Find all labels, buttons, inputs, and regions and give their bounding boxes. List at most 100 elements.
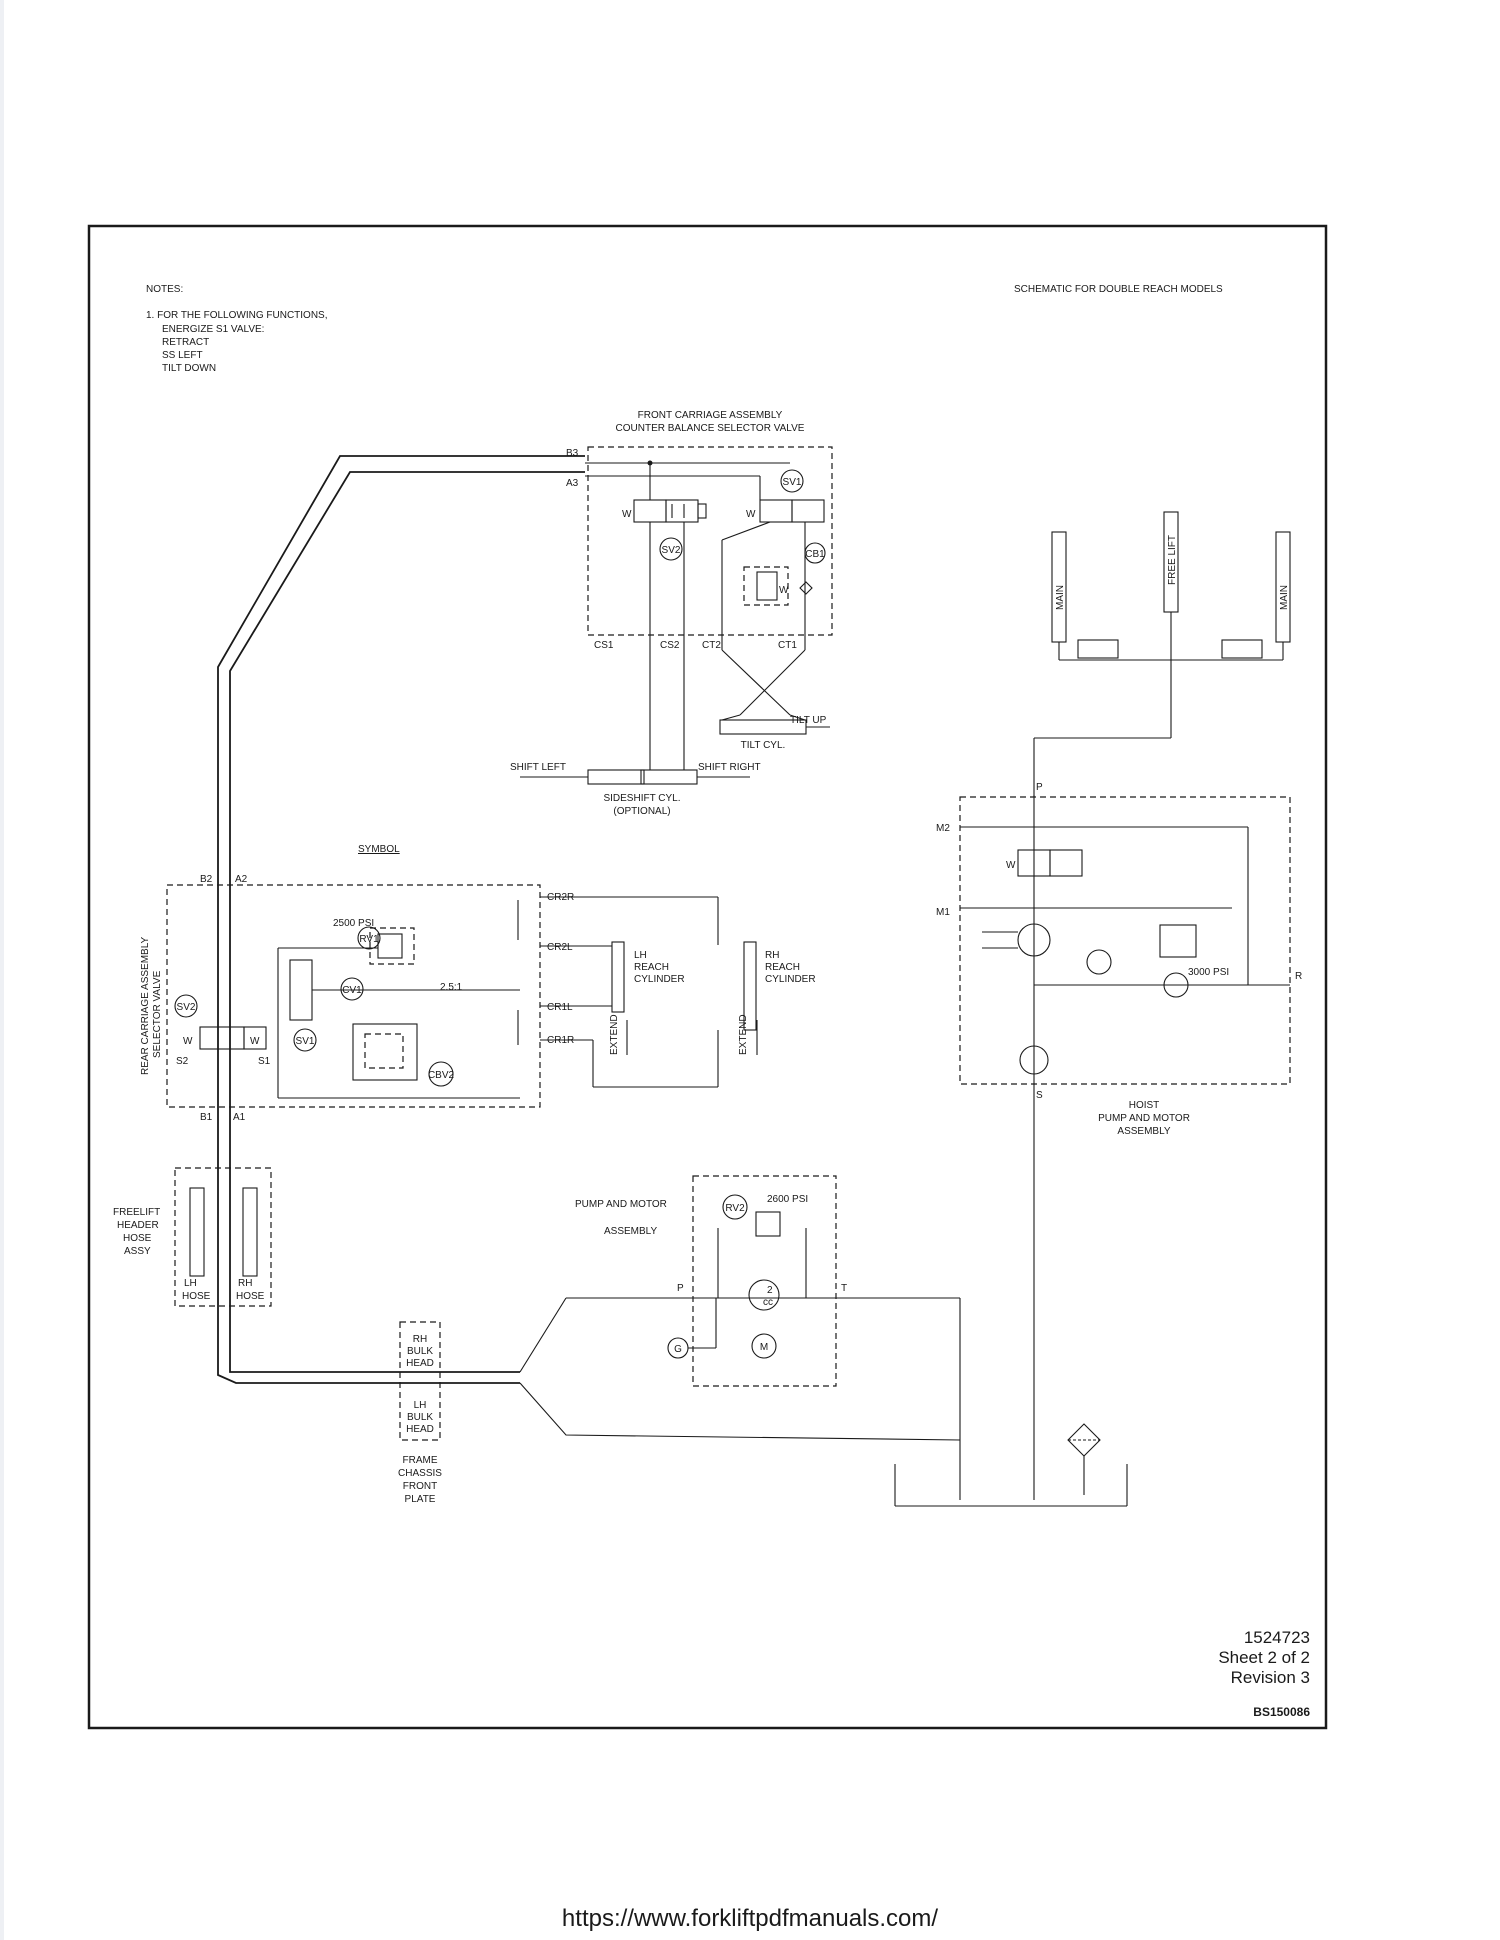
sideshift-optional: (OPTIONAL) [613,806,670,817]
notes-item1-line5: TILT DOWN [162,363,216,374]
front-carriage-box [587,446,833,636]
symbol-label: SYMBOL [358,844,400,855]
aux-p: P [677,1283,684,1294]
rear-carriage-title2: SELECTOR VALVE [152,970,163,1058]
rh-reach-2: REACH [765,962,800,973]
hoist-m1: M1 [936,907,950,918]
hoist-title3: ASSEMBLY [1117,1126,1170,1137]
rear-carriage-box [166,884,541,1108]
rh-bulk-3: HEAD [406,1358,434,1369]
port-b2: B2 [200,874,213,885]
rear-sv2: SV2 [177,1002,196,1013]
lh-bulk-1: LH [414,1400,427,1411]
aux-m: M [760,1342,768,1353]
lh-reach-3: CYLINDER [634,974,685,985]
drawing-frame [87,224,1328,1730]
port-a1: A1 [233,1112,246,1123]
hose-b3 [217,455,585,1384]
footer-url: https://www.forkliftpdfmanuals.com/ [561,1905,939,1932]
rv2-label: RV2 [725,1203,745,1214]
lh-bulk-3: HEAD [406,1424,434,1435]
rear-carriage-title1: REAR CARRIAGE ASSEMBLY [140,936,151,1075]
front-carriage-title1: FRONT CARRIAGE ASSEMBLY [638,410,783,421]
aux-disp1: 2 [767,1285,773,1296]
port-s1: S1 [258,1056,271,1067]
lh-hose-2: HOSE [182,1291,211,1302]
rh-reach-1: RH [765,950,779,961]
front-w-right: W [746,509,756,520]
sheet-count: Sheet 2 of 2 [1218,1648,1310,1667]
tilt-cyl-label: TILT CYL. [741,740,786,751]
frame-4: PLATE [405,1494,436,1505]
rear-sv1: SV1 [296,1036,315,1047]
revision: Revision 3 [1230,1668,1310,1687]
frame-1: FRAME [403,1455,438,1466]
notes-item1-line4: SS LEFT [162,350,203,361]
freelift-4: ASSY [124,1246,151,1257]
front-cb1: CB1 [805,549,825,560]
hoist-title2: PUMP AND MOTOR [1098,1113,1190,1124]
shift-left-label: SHIFT LEFT [510,762,566,773]
rh-bulk-1: RH [413,1334,427,1345]
freelift-2: HEADER [117,1220,159,1231]
aux-pump-assembly: PUMP AND MOTOR ASSEMBLY RV2 2600 PSI 2 c… [566,1175,961,1500]
rh-hose-1: RH [238,1278,252,1289]
aux-psi: 2600 PSI [767,1194,808,1205]
rv1-psi: 2500 PSI [333,918,374,929]
front-carriage-title2: COUNTER BALANCE SELECTOR VALVE [616,423,805,434]
hoist-r: R [1295,971,1302,982]
port-a3: A3 [566,478,579,489]
ratio-label: 2.5:1 [440,982,463,993]
aux-title2: ASSEMBLY [604,1226,657,1237]
rear-w-left: W [183,1036,193,1047]
rh-hose-2: HOSE [236,1291,265,1302]
front-w-cb: W [779,585,789,596]
shift-right-label: SHIFT RIGHT [698,762,761,773]
drawing-number: 1524723 [1243,1628,1310,1647]
hoist-box [959,796,1291,1085]
hoist-psi: 3000 PSI [1188,967,1229,978]
frame-2: CHASSIS [398,1468,442,1479]
notes-block: NOTES: 1. FOR THE FOLLOWING FUNCTIONS, E… [146,284,328,374]
port-cr2l: CR2L [547,942,573,953]
port-ct1: CT1 [778,640,797,651]
hoist-m2: M2 [936,823,950,834]
front-w-left: W [622,509,632,520]
front-sv1: SV1 [783,477,802,488]
reservoir-tank [894,1423,1128,1507]
lift-cylinders: MAIN FREE LIFT MAIN [1033,511,1291,797]
port-b3: B3 [566,448,579,459]
page-edge [0,0,4,1940]
tilt-up-label: TILT UP [790,715,827,726]
freelift-1: FREELIFT [113,1207,160,1218]
rh-bulk-2: BULK [407,1346,433,1357]
hoist-w: W [1006,860,1016,871]
hoist-s: S [1036,1090,1043,1101]
rh-extend: EXTEND [738,1014,749,1055]
sv1-front-symbol [780,469,804,493]
aux-t: T [841,1283,847,1294]
hoist-pump-assembly: P M2 M1 R S W 3000 PSI HOIST PUMP AND MO… [936,782,1302,1500]
sideshift-cyl-label: SIDESHIFT CYL. [603,793,680,804]
front-sv2: SV2 [662,545,681,556]
rear-w-right: W [250,1036,260,1047]
aux-g: G [674,1344,682,1355]
lh-hose-1: LH [184,1278,197,1289]
main-right-label: MAIN [1279,585,1290,610]
lh-reach-1: LH [634,950,647,961]
reach-cylinders: LH REACH CYLINDER EXTEND RH REACH CYLIND… [609,941,816,1055]
port-cr1l: CR1L [547,1002,573,1013]
notes-item1-line2: ENERGIZE S1 VALVE: [162,324,264,335]
cbv2-label: CBV2 [428,1070,455,1081]
bulkhead: RH BULK HEAD LH BULK HEAD FRAME CHASSIS … [398,1297,961,1505]
freelift-3: HOSE [123,1233,152,1244]
port-ct2: CT2 [702,640,721,651]
free-lift-label: FREE LIFT [1167,535,1178,585]
hoist-p: P [1036,782,1043,793]
main-left-label: MAIN [1055,585,1066,610]
lh-reach-2: REACH [634,962,669,973]
lh-extend: EXTEND [609,1014,620,1055]
port-cs1: CS1 [594,640,614,651]
